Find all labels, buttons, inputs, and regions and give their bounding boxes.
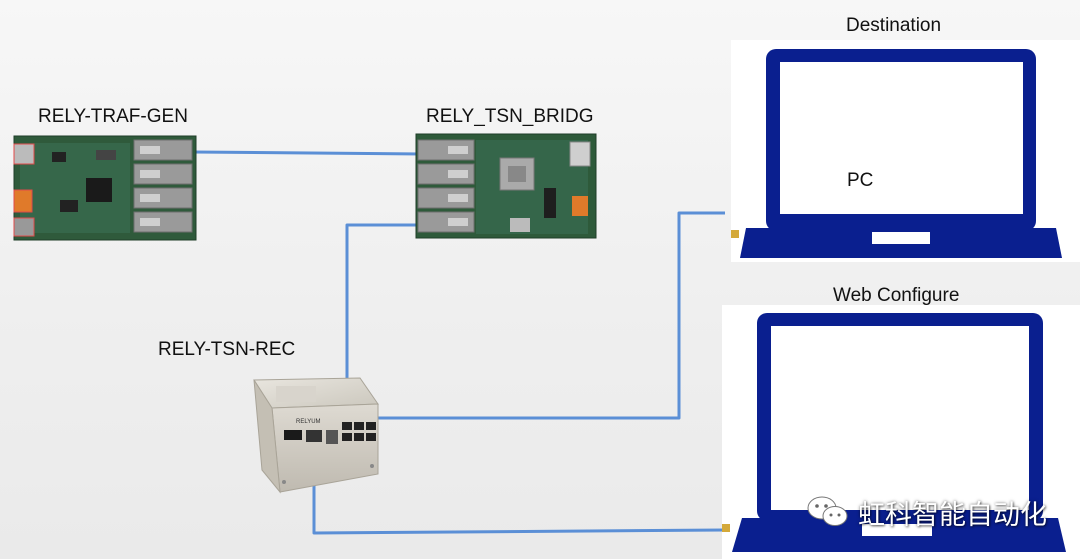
web-configure-title: Web Configure [833, 285, 960, 306]
cable-bridge-to-rec [345, 223, 424, 418]
web-configure-laptop [722, 313, 1066, 552]
tsn-bridge-label: RELY_TSN_BRIDG [426, 106, 594, 127]
cable-rec-to-destination [378, 211, 725, 420]
traf-gen-board [13, 135, 197, 241]
rec-brand-label: RELYUM [296, 419, 321, 425]
destination-laptop [731, 49, 1062, 258]
destination-title: Destination [846, 15, 942, 36]
cable-gen-to-bridge [192, 150, 423, 156]
watermark-text: 虹科智能自动化 [858, 499, 1047, 531]
wechat-icon [807, 496, 848, 526]
tsn-rec-label: RELY-TSN-REC [158, 339, 296, 360]
watermark: 虹科智能自动化 [806, 493, 1047, 531]
destination-screen-text: PC [847, 170, 874, 191]
traf-gen-label: RELY-TRAF-GEN [38, 106, 188, 127]
tsn-bridge-board [415, 133, 597, 239]
tsn-rec-box: RELYUM [253, 377, 379, 494]
